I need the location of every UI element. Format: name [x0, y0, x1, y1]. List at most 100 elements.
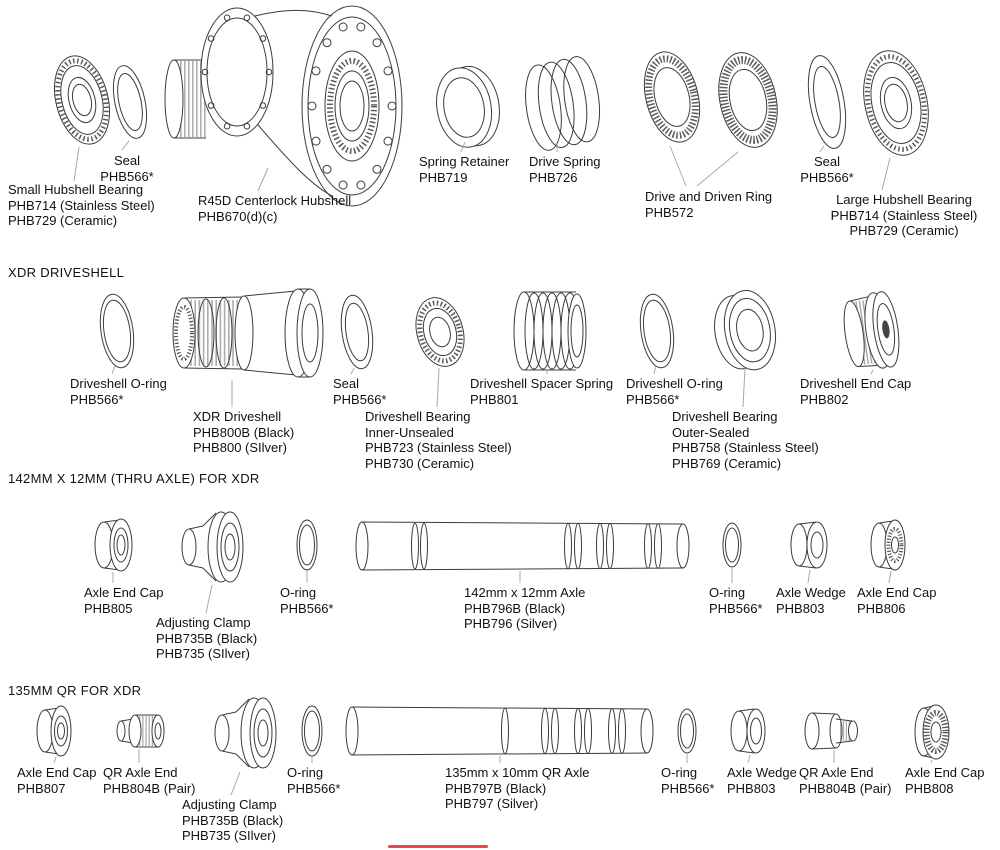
- part-name: Driveshell O-ring: [70, 376, 167, 391]
- label-oring-thru-left: O-ring PHB566*: [280, 585, 333, 616]
- label-axle-end-cap-807: Axle End Cap PHB807: [17, 765, 97, 796]
- oring-thru-left-drawing: [296, 519, 318, 571]
- oring-thru-right-drawing: [722, 522, 742, 568]
- label-axle-142: 142mm x 12mm Axle PHB796B (Black) PHB796…: [464, 585, 585, 632]
- axle-end-cap-808-drawing: [914, 704, 950, 760]
- part-number: PHB800B (Black): [193, 424, 295, 440]
- hubshell-drawing: [164, 5, 403, 207]
- part-number: PHB804B (Pair): [103, 780, 196, 796]
- part-name: Small Hubshell Bearing: [8, 182, 144, 197]
- part-number: PHB566*: [626, 391, 680, 407]
- part-variant: Outer-Sealed: [672, 424, 750, 440]
- part-number: PHB797B (Black): [445, 780, 547, 796]
- seal-right-drawing: [807, 55, 847, 149]
- label-driveshell-bearing-outer: Driveshell Bearing Outer-Sealed PHB758 (…: [672, 409, 819, 471]
- label-small-hubshell-bearing: Small Hubshell Bearing PHB714 (Stainless…: [8, 182, 155, 229]
- part-number: PHB796 (Silver): [464, 616, 558, 631]
- xdr-driveshell-drawing: [172, 288, 324, 378]
- part-name: 135mm x 10mm QR Axle: [445, 765, 590, 780]
- label-driveshell-seal: Seal PHB566*: [333, 376, 386, 407]
- spring-retainer-drawing: [436, 65, 500, 148]
- label-axle-end-cap-806: Axle End Cap PHB806: [857, 585, 937, 616]
- label-driveshell-oring-left: Driveshell O-ring PHB566*: [70, 376, 167, 407]
- part-variant: Inner-Unsealed: [365, 424, 454, 440]
- part-name: XDR Driveshell: [193, 409, 282, 424]
- driven-ring-drawing: [718, 52, 778, 148]
- part-name: Axle Wedge: [727, 765, 797, 780]
- label-driveshell-oring-right: Driveshell O-ring PHB566*: [626, 376, 723, 407]
- axle-end-cap-807-drawing: [36, 705, 72, 757]
- part-name: Driveshell End Cap: [800, 376, 912, 391]
- label-axle-135: 135mm x 10mm QR Axle PHB797B (Black) PHB…: [445, 765, 590, 812]
- red-underline-mark: [388, 845, 488, 848]
- axle-end-cap-806-drawing: [870, 519, 906, 571]
- part-number: PHB714 (Stainless Steel): [8, 197, 155, 213]
- part-name: Adjusting Clamp: [182, 797, 277, 812]
- part-name: Axle End Cap: [905, 765, 985, 780]
- oring-qr-left-drawing: [301, 705, 323, 757]
- part-name: Drive and Driven Ring: [645, 189, 773, 204]
- part-name: QR Axle End: [103, 765, 178, 780]
- part-number: PHB796B (Black): [464, 600, 566, 616]
- part-name: Large Hubshell Bearing: [836, 192, 972, 207]
- part-name: O-ring: [280, 585, 317, 600]
- driveshell-oring-left-drawing: [99, 293, 135, 369]
- label-axle-end-cap-808: Axle End Cap PHB808: [905, 765, 985, 796]
- part-name: Seal: [813, 154, 841, 169]
- part-number: PHB735B (Black): [156, 630, 258, 646]
- section-header-xdr-driveshell: XDR DRIVESHELL: [8, 265, 125, 280]
- part-number: PHB803: [727, 780, 776, 796]
- part-number: PHB758 (Stainless Steel): [672, 440, 819, 455]
- part-name: Driveshell Bearing: [365, 409, 471, 424]
- driveshell-oring-right-drawing: [639, 293, 675, 369]
- part-number: PHB735 (SIlver): [182, 828, 276, 843]
- label-driveshell-spacer-spring: Driveshell Spacer Spring PHB801: [470, 376, 613, 407]
- qr-axle-end-right-drawing: [804, 712, 858, 750]
- part-name: 142mm x 12mm Axle: [464, 585, 586, 600]
- part-number: PHB800 (SIlver): [193, 440, 287, 455]
- axle-142-drawing: [355, 521, 690, 571]
- part-number: PHB730 (Ceramic): [365, 455, 475, 471]
- part-name: Seal: [333, 376, 360, 391]
- label-large-hubshell-bearing: Large Hubshell Bearing PHB714 (Stainless…: [820, 192, 988, 239]
- label-adjusting-clamp-thru: Adjusting Clamp PHB735B (Black) PHB735 (…: [156, 615, 257, 662]
- part-name: Driveshell Bearing: [672, 409, 778, 424]
- part-name: Adjusting Clamp: [156, 615, 251, 630]
- label-qr-axle-end-right: QR Axle End PHB804B (Pair): [799, 765, 891, 796]
- part-number: PHB566*: [661, 780, 715, 796]
- part-name: O-ring: [287, 765, 324, 780]
- part-name: Axle Wedge: [776, 585, 846, 600]
- driveshell-bearing-outer-drawing: [714, 290, 777, 371]
- label-oring-thru-right: O-ring PHB566*: [709, 585, 762, 616]
- part-name: Axle End Cap: [17, 765, 97, 780]
- adjusting-clamp-qr-drawing: [214, 697, 277, 769]
- label-driveshell-bearing-inner: Driveshell Bearing Inner-Unsealed PHB723…: [365, 409, 512, 471]
- label-hubshell: R45D Centerlock Hubshell PHB670(d)(c): [198, 193, 351, 224]
- part-name: Drive Spring: [529, 154, 601, 169]
- part-number: PHB801: [470, 391, 519, 407]
- driveshell-seal-drawing: [340, 294, 374, 370]
- part-number: PHB807: [17, 780, 66, 796]
- qr-axle-end-left-drawing: [116, 714, 165, 748]
- section-header-thru-axle: 142MM X 12MM (THRU AXLE) FOR XDR: [8, 471, 260, 486]
- part-number: PHB572: [645, 204, 694, 220]
- part-number: PHB802: [800, 391, 849, 407]
- axle-end-cap-805-drawing: [94, 518, 133, 572]
- driveshell-bearing-inner-drawing: [415, 297, 465, 367]
- drive-spring-drawing: [525, 56, 601, 151]
- label-qr-axle-end-left: QR Axle End PHB804B (Pair): [103, 765, 195, 796]
- part-number: PHB566*: [333, 391, 387, 407]
- label-driveshell-end-cap: Driveshell End Cap PHB802: [800, 376, 911, 407]
- part-number: PHB566*: [280, 600, 334, 616]
- driveshell-end-cap-drawing: [843, 291, 900, 369]
- axle-wedge-thru-drawing: [790, 521, 828, 569]
- part-number: PHB729 (Ceramic): [849, 223, 959, 238]
- small-hubshell-bearing-drawing: [54, 55, 110, 145]
- part-number: PHB797 (Silver): [445, 796, 539, 811]
- label-drive-spring: Drive Spring PHB726: [529, 154, 601, 185]
- part-number: PHB808: [905, 780, 954, 796]
- part-name: O-ring: [709, 585, 746, 600]
- part-number: PHB804B (Pair): [799, 780, 892, 796]
- seal-left-drawing: [112, 65, 148, 139]
